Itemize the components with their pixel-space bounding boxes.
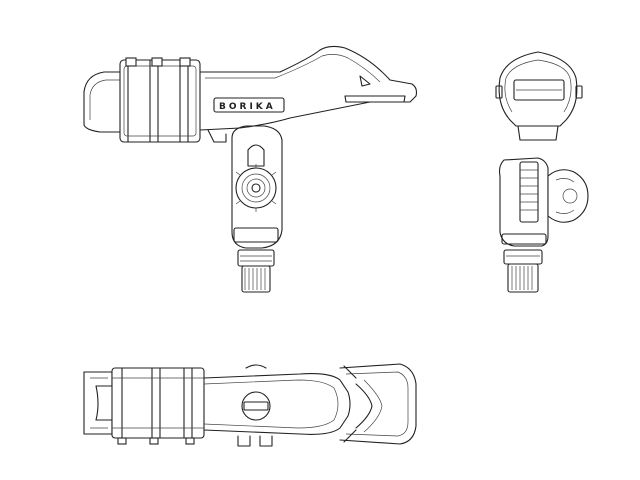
- ratchet-band: [119, 57, 201, 143]
- end-clamp: [495, 51, 583, 141]
- main-arm: BORIKA: [199, 45, 418, 143]
- top-rod-cradle: [339, 363, 417, 445]
- end-swivel: [498, 157, 589, 247]
- end-knob: [547, 169, 589, 223]
- side-view: BORIKA: [83, 45, 418, 293]
- release-tab: [359, 75, 371, 87]
- top-arm: [203, 364, 351, 447]
- top-ratchet-band: [111, 367, 205, 445]
- end-view: [495, 51, 589, 293]
- top-rear-clamp: [83, 371, 113, 435]
- brand-label: BORIKA: [219, 102, 276, 112]
- threaded-post: [237, 249, 275, 293]
- top-view: [83, 363, 417, 447]
- rear-clamp: [83, 71, 123, 133]
- swivel-base: [231, 125, 283, 249]
- brand-plate: [213, 97, 285, 113]
- end-threaded-post: [503, 249, 543, 293]
